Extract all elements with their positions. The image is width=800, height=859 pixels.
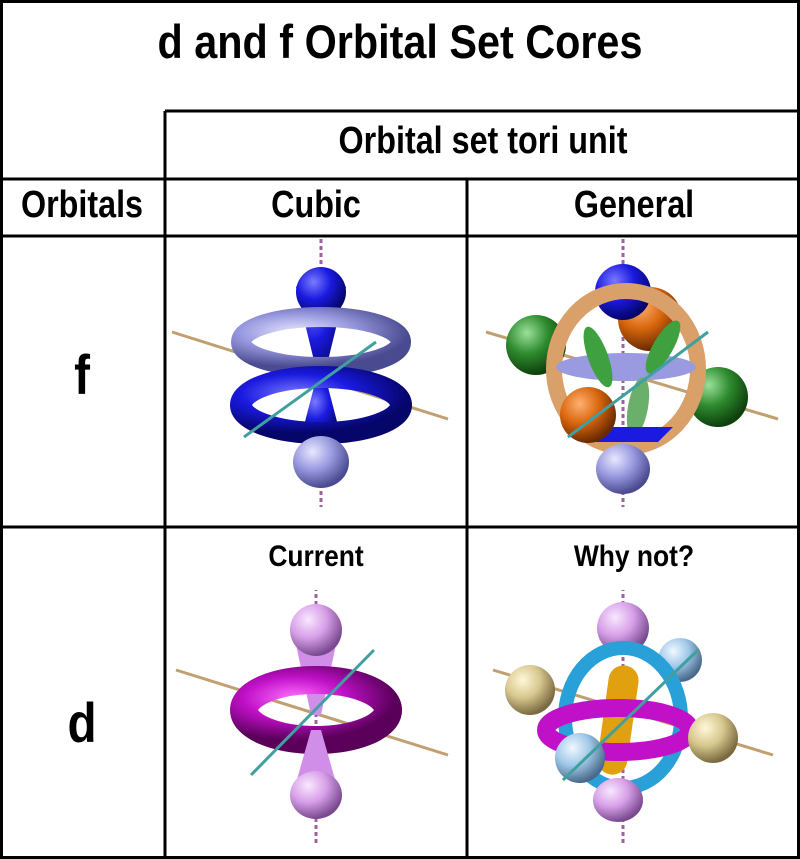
tan-lobe-right: [688, 713, 738, 763]
caption-why-not: Why not?: [573, 540, 695, 573]
green-petal-3: [626, 377, 650, 437]
column-header-orbitals: Orbitals: [20, 184, 144, 226]
y-axis: [567, 330, 709, 439]
light-blue-lobe-front: [555, 733, 605, 783]
f-general-orbital-figure: [485, 239, 779, 507]
d-cubic-orbital-figure: [175, 590, 449, 845]
orange-lobe-front: [560, 387, 616, 443]
d-general-orbital-figure: [492, 590, 774, 845]
lower-torus: [230, 366, 412, 444]
row-label-d: d: [67, 691, 97, 754]
green-petal-1: [583, 326, 613, 388]
y-axis: [249, 648, 376, 777]
caption-current: Current: [268, 540, 364, 573]
column-header-cubic: Cubic: [271, 184, 361, 226]
page-title: d and f Orbital Set Cores: [157, 15, 643, 68]
lower-lobe: [290, 771, 342, 819]
green-petal-2: [645, 320, 681, 374]
f-cubic-orbital-figure: [171, 239, 449, 507]
column-header-general: General: [573, 184, 695, 226]
lower-lobe: [593, 778, 643, 822]
orbital-set-tori-unit-header: Orbital set tori unit: [338, 120, 628, 162]
upper-lobe-tip: [296, 267, 346, 317]
lower-blue-lobe: [596, 444, 650, 494]
lower-lobe: [293, 436, 349, 488]
row-label-f: f: [74, 343, 90, 406]
tan-lobe-left: [505, 665, 555, 715]
upper-lobe: [597, 602, 649, 654]
y-axis: [561, 648, 700, 782]
upper-lobe: [290, 604, 342, 656]
y-axis: [243, 340, 377, 439]
